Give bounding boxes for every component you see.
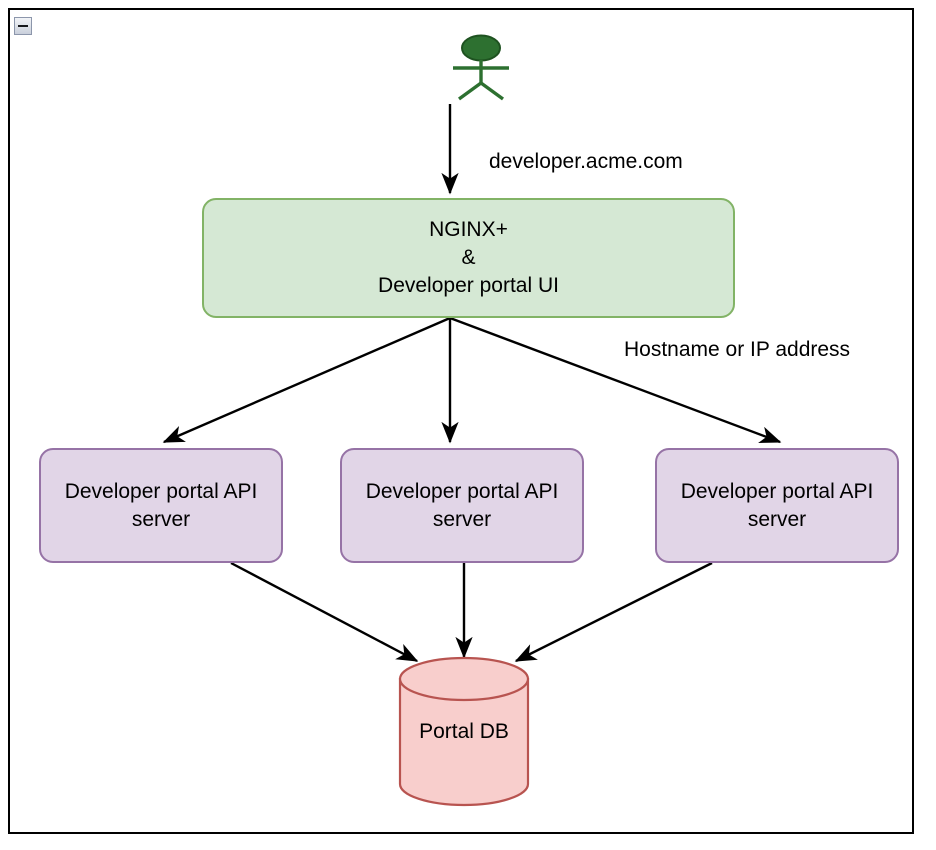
node-api-server-3[interactable]: Developer portal API server — [655, 448, 899, 563]
node-nginx-gateway[interactable]: NGINX+ & Developer portal UI — [202, 198, 735, 318]
edge-api-3-to-database — [514, 561, 713, 663]
node-nginx-line-1: NGINX+ — [429, 218, 508, 242]
node-api-server-2-label: Developer portal API server — [365, 479, 559, 531]
node-portal-database[interactable]: Portal DB — [400, 658, 528, 805]
node-api-server-1-label: Developer portal API server — [64, 479, 258, 531]
node-nginx-line-3: Developer portal UI — [378, 273, 559, 297]
user-actor-icon — [453, 34, 509, 101]
node-api-server-1[interactable]: Developer portal API server — [39, 448, 283, 563]
database-cylinder-shape — [398, 656, 530, 807]
diagram-frame — [8, 8, 914, 834]
node-portal-database-label: Portal DB — [419, 719, 509, 743]
edge-label-hostname-or-ip-address: Hostname or IP address — [624, 338, 851, 361]
edge-label-developer-acme-com: developer.acme.com — [489, 150, 683, 173]
node-api-server-3-label: Developer portal API server — [680, 479, 874, 531]
edge-gateway-to-api-3 — [449, 316, 782, 444]
edge-api-1-to-database — [230, 561, 419, 663]
edge-gateway-to-api-1 — [162, 316, 451, 444]
collapse-button[interactable] — [14, 17, 32, 35]
minus-icon — [18, 25, 28, 27]
node-api-server-2[interactable]: Developer portal API server — [340, 448, 584, 563]
node-nginx-line-2: & — [461, 246, 476, 270]
